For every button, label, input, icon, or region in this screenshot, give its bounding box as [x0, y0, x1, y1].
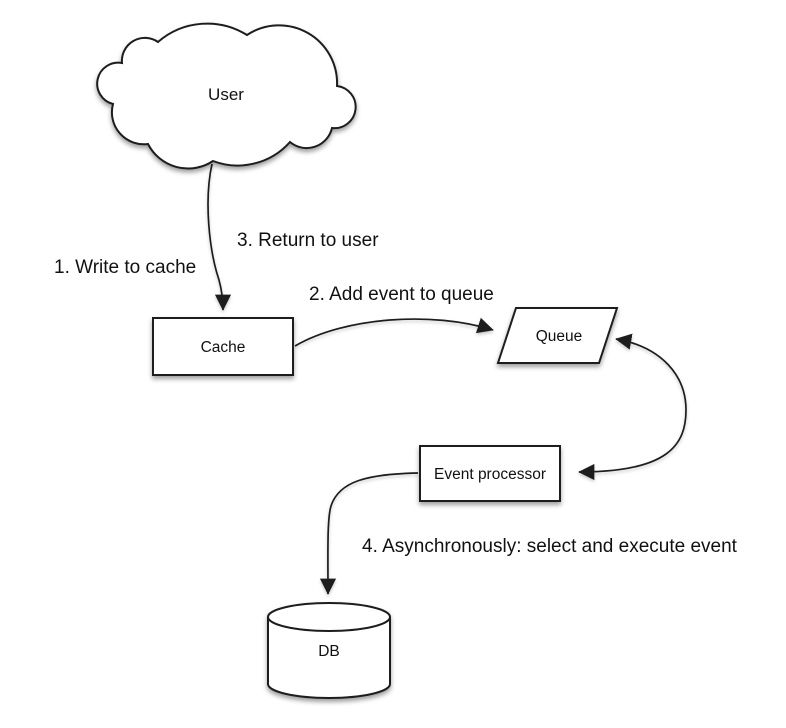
db-cylinder-top: [267, 602, 391, 632]
label-step-1: 1. Write to cache: [54, 257, 196, 278]
db-cylinder: [267, 602, 391, 699]
label-step-2: 2. Add event to queue: [309, 284, 494, 305]
edge-user-cache: [207, 163, 232, 311]
queue-parallelogram: [496, 307, 619, 364]
edge-cache-queue: [294, 317, 494, 347]
edge-processor-db: [319, 472, 419, 595]
edge-queue-processor: [578, 333, 687, 481]
cache-label: Cache: [201, 339, 246, 356]
user-label: User: [208, 85, 244, 104]
db-cylinder-body: [267, 617, 391, 699]
cache-box: [152, 317, 294, 376]
user-cloud: [96, 22, 357, 170]
label-step-4: 4. Asynchronously: select and execute ev…: [362, 536, 738, 557]
event-processor-label: Event processor: [434, 466, 546, 483]
event-processor-box: [419, 445, 561, 502]
label-step-3: 3. Return to user: [237, 230, 379, 251]
queue-label: Queue: [536, 328, 583, 345]
db-label: DB: [318, 643, 340, 660]
